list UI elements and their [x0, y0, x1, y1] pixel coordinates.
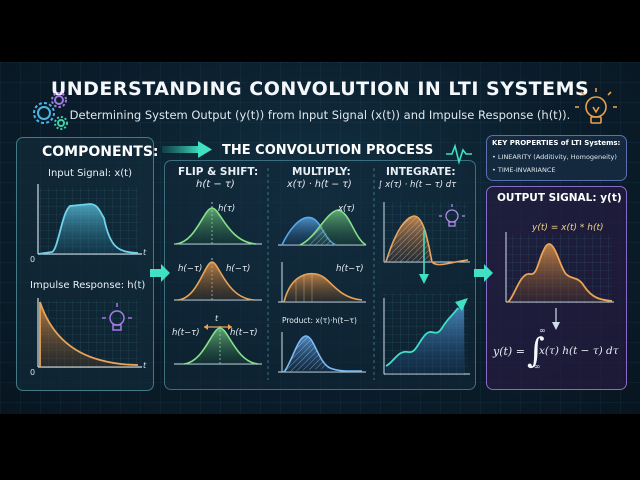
flip-heading: FLIP & SHIFT: [178, 166, 259, 178]
infographic-canvas: UNDERSTANDING CONVOLUTION IN LTI SYSTEMS… [0, 62, 640, 414]
output-lower-limit: −∞ [527, 362, 541, 371]
flip-subheading: h(t − τ) [196, 179, 235, 190]
bulb-small-icon [439, 204, 465, 227]
multiply-heading: MULTIPLY: [292, 166, 351, 178]
key-property-linearity: • LINEARITY (Additivity, Homogeneity) [492, 153, 617, 161]
integrate-formula: ∫ x(τ) · h(t − τ) dτ [378, 180, 457, 190]
multiply-product-label: Product: x(τ)·h(t−τ) [282, 316, 357, 325]
impulse-axis-t: t [143, 361, 147, 370]
flow-arrow-right-icon [474, 264, 493, 282]
output-integral-lhs: y(t) = [493, 345, 525, 358]
multiply-x-label: x(τ) [338, 204, 355, 214]
flip-curve3-left: h(t−τ) [172, 328, 200, 338]
waveform-icon [446, 143, 472, 165]
flip-curve1-label: h(τ) [218, 204, 236, 214]
lightbulb-icon [575, 88, 617, 124]
integrate-plot-2 [382, 294, 470, 376]
key-property-time-invariance: • TIME-INVARIANCE [492, 166, 556, 174]
multiply-plot-2 [278, 262, 366, 303]
flip-plot-2 [174, 258, 262, 301]
output-integral-sign-icon: ∫ [527, 331, 545, 371]
page-subtitle: Determining System Output (y(t)) from In… [69, 108, 571, 122]
multiply-h-label: h(t−τ) [336, 264, 364, 274]
output-down-arrow-icon [552, 308, 560, 330]
key-properties-panel [486, 135, 627, 181]
flow-arrow-left-icon [150, 264, 170, 282]
input-signal-plot [37, 184, 142, 255]
page-title: UNDERSTANDING CONVOLUTION IN LTI SYSTEMS [50, 78, 590, 100]
multiply-subheading: x(τ) · h(t − τ) [287, 179, 352, 190]
flip-shift-t: t [215, 314, 219, 323]
process-heading: THE CONVOLUTION PROCESS [222, 143, 434, 158]
integrate-plot-1 [382, 202, 470, 284]
output-upper-limit: ∞ [539, 326, 546, 335]
flip-curve2-left: h(−τ) [178, 264, 203, 274]
flip-curve2-right: h(−τ) [226, 264, 251, 274]
flip-plot-1 [174, 202, 262, 245]
output-integral-body: x(τ) h(t − τ) dτ [539, 345, 619, 357]
gears-icon [33, 92, 68, 130]
flip-plot-3 [174, 324, 262, 365]
diagram-graphics: ∫ [33, 88, 617, 380]
integrate-heading: INTEGRATE: [386, 166, 456, 178]
output-signal-plot [505, 232, 614, 304]
multiply-plot-3 [278, 332, 366, 373]
input-axis-t: t [143, 248, 147, 257]
output-equation: y(t) = x(t) * h(t) [532, 223, 604, 233]
chip-bulb-icon [102, 303, 132, 331]
impulse-response-label: Impulse Response: h(t) [30, 280, 146, 291]
input-axis-zero: 0 [30, 255, 36, 264]
key-properties-heading: KEY PROPERTIES of LTI Systems: [492, 139, 621, 147]
multiply-plot-1 [278, 209, 367, 246]
components-heading: COMPONENTS: [42, 144, 159, 160]
impulse-axis-zero: 0 [30, 368, 36, 377]
process-arrow-icon [162, 141, 212, 158]
input-signal-label: Input Signal: x(t) [48, 168, 132, 179]
impulse-response-plot [37, 298, 142, 368]
flip-curve3-right: h(t−τ) [230, 328, 258, 338]
output-heading: OUTPUT SIGNAL: y(t) [497, 192, 622, 204]
